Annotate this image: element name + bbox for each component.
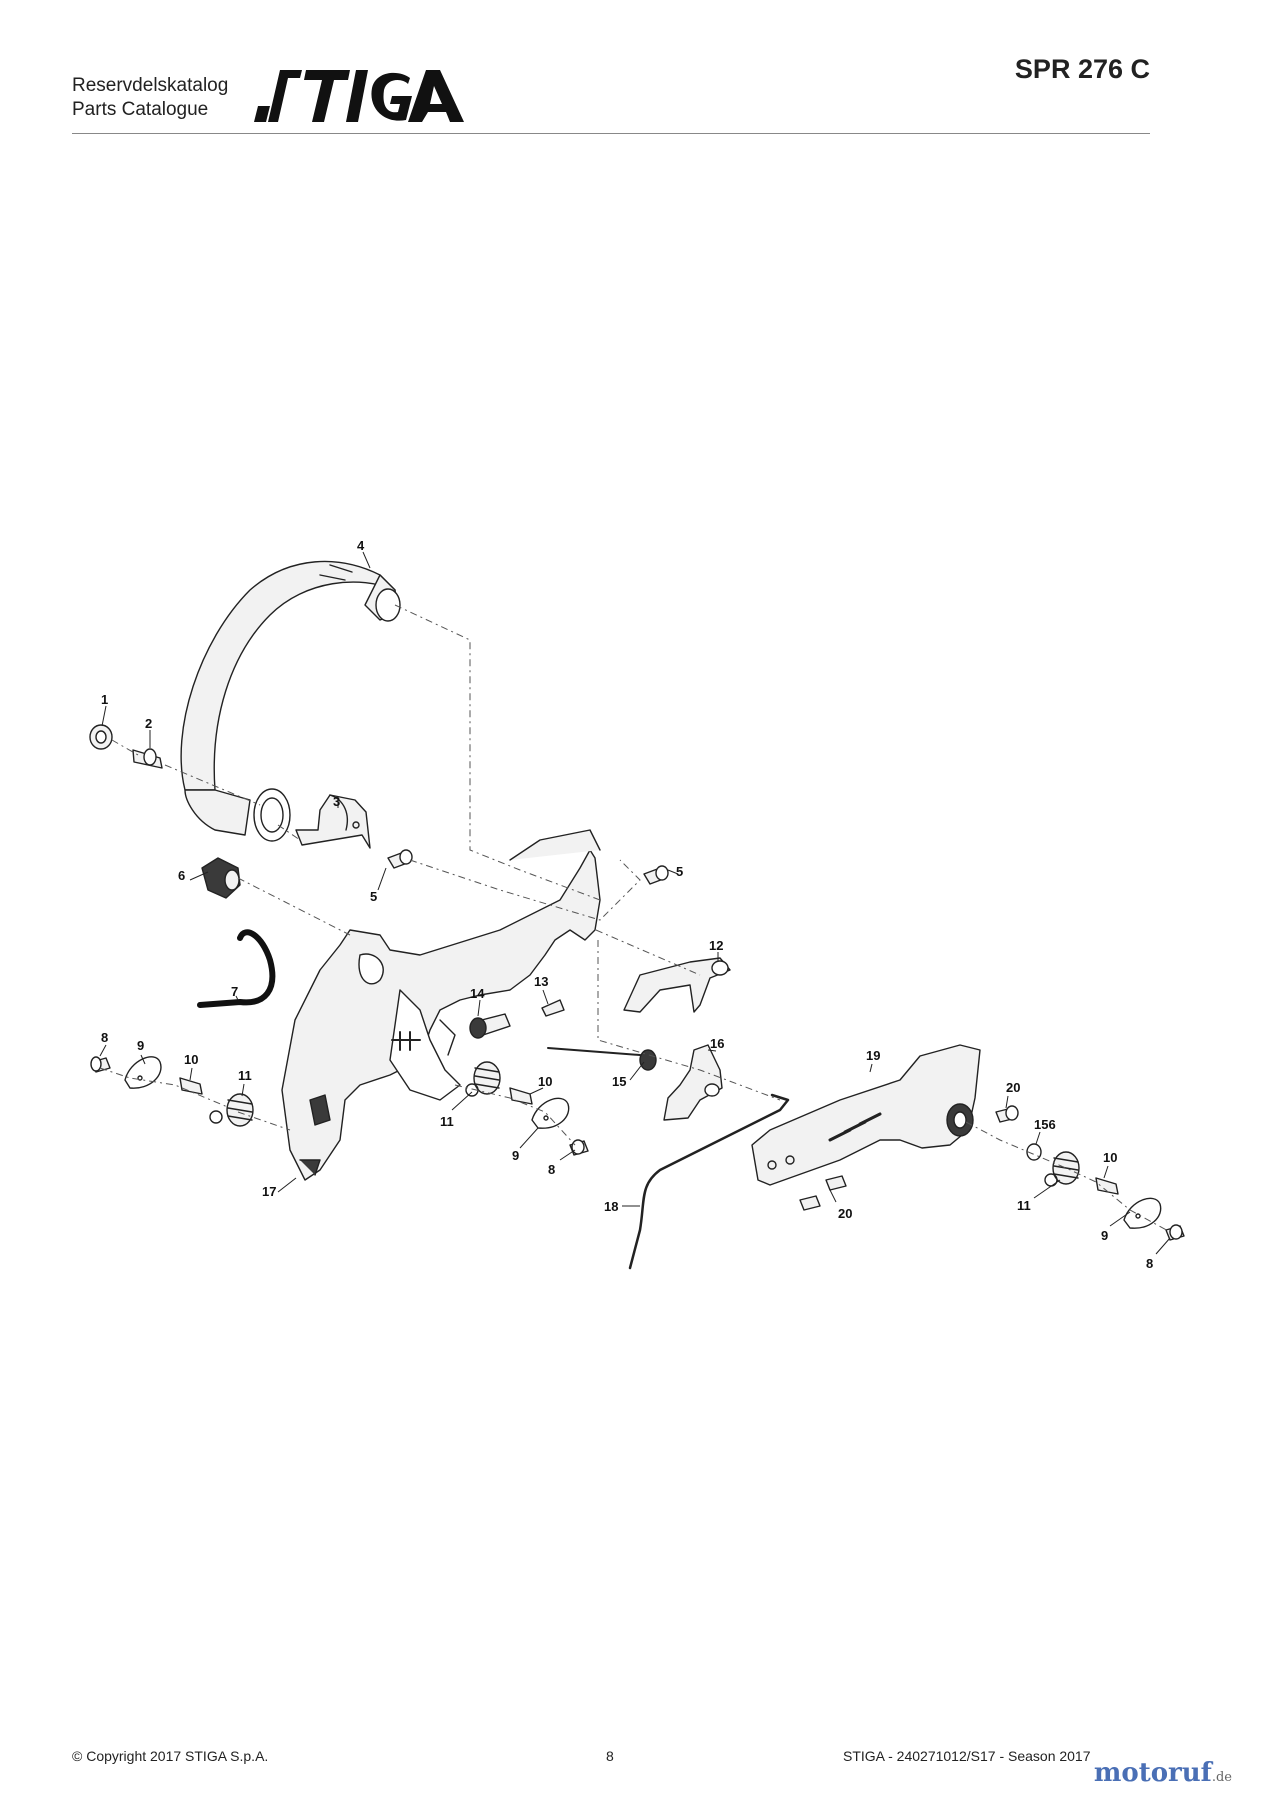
part-pin-10c	[1095, 1177, 1119, 1195]
callout-13: 13	[534, 974, 548, 989]
callout-9a: 9	[137, 1038, 144, 1053]
header-divider	[72, 133, 1150, 134]
part-cover-9a	[124, 1056, 162, 1089]
callout-10b: 10	[538, 1074, 552, 1089]
callout-9b: 9	[512, 1148, 519, 1163]
callout-19: 19	[866, 1048, 880, 1063]
part-screw-8c	[1165, 1224, 1185, 1241]
callout-11c: 11	[1017, 1198, 1031, 1213]
part-spring-11b	[465, 1061, 501, 1097]
callout-10c: 10	[1103, 1150, 1117, 1165]
callout-5a: 5	[370, 889, 377, 904]
part-pin-10a	[179, 1077, 203, 1095]
footer-copyright: © Copyright 2017 STIGA S.p.A.	[72, 1748, 269, 1764]
callout-156: 156	[1034, 1117, 1056, 1132]
part-rear-handle-19	[751, 1044, 981, 1186]
footer-page-number: 8	[606, 1748, 614, 1764]
callout-20a: 20	[1006, 1080, 1020, 1095]
part-pin-10b	[509, 1087, 533, 1105]
part-spring-11c	[1044, 1151, 1080, 1187]
leader-lines	[99, 551, 1171, 1255]
callout-20b: 20	[838, 1206, 852, 1221]
catalog-title-swedish: Reservdelskatalog	[72, 75, 229, 96]
callout-3: 3	[333, 794, 340, 809]
part-spring-11a	[209, 1093, 254, 1127]
callout-12: 12	[709, 938, 723, 953]
motoruf-watermark: motoruf.de	[1094, 1758, 1232, 1788]
catalog-title-english: Parts Catalogue	[72, 99, 209, 120]
callout-8a: 8	[101, 1030, 108, 1045]
rear-handle-housing	[281, 829, 601, 1181]
part-screw-13	[541, 999, 565, 1017]
callout-16: 16	[710, 1036, 724, 1051]
model-number: SPR 276 C	[1014, 54, 1150, 84]
part-throttle-rod-18	[628, 1093, 790, 1270]
part-screw-20b	[799, 1175, 847, 1211]
callout-15: 15	[612, 1074, 626, 1089]
callout-2: 2	[145, 716, 152, 731]
callout-8b: 8	[548, 1162, 555, 1177]
part-washer-1	[89, 724, 113, 750]
catalog-title: Reservdelskatalog Parts Catalogue	[72, 74, 228, 122]
part-bolt-14	[469, 1013, 511, 1039]
callout-9c: 9	[1101, 1228, 1108, 1243]
part-cover-9c	[1123, 1197, 1162, 1229]
part-knob-6	[201, 857, 241, 899]
part-screw-5a	[387, 849, 413, 869]
callout-10a: 10	[184, 1052, 198, 1067]
callout-7: 7	[231, 984, 238, 999]
footer-doc-reference: STIGA - 240271012/S17 - Season 2017	[843, 1748, 1091, 1764]
watermark-tld: .de	[1211, 1770, 1232, 1785]
part-spring-15	[547, 1047, 657, 1071]
stiga-logo	[254, 70, 464, 122]
part-screw-20a	[995, 1105, 1019, 1123]
callout-14: 14	[470, 986, 485, 1001]
part-throttle-trigger-16	[663, 1044, 723, 1121]
part-cover-9b	[531, 1097, 570, 1129]
callout-4: 4	[357, 538, 365, 553]
part-screw-8a	[90, 1056, 111, 1073]
part-throttle-lockout-12	[623, 957, 731, 1013]
watermark-text: motoruf	[1093, 1758, 1212, 1788]
callout-6: 6	[178, 868, 185, 883]
part-hose-7	[197, 929, 276, 1008]
callout-11b: 11	[440, 1114, 454, 1129]
front-handle-bar	[180, 560, 401, 842]
part-screw-8b	[569, 1139, 589, 1156]
callout-5b: 5	[676, 864, 683, 879]
callout-17: 17	[262, 1184, 276, 1199]
assembly-lines	[99, 604, 1171, 1233]
callout-labels: 4 1 2 3 5 5 6 12 7 13 14 8 9 10 11 16 15…	[101, 538, 1153, 1271]
callout-1: 1	[101, 692, 108, 707]
callout-8c: 8	[1146, 1256, 1153, 1271]
part-pin-2	[132, 748, 163, 769]
part-screw-5b	[643, 865, 669, 885]
part-clamp-3	[295, 794, 371, 849]
callout-18: 18	[604, 1199, 618, 1214]
callout-11a: 11	[238, 1068, 252, 1083]
